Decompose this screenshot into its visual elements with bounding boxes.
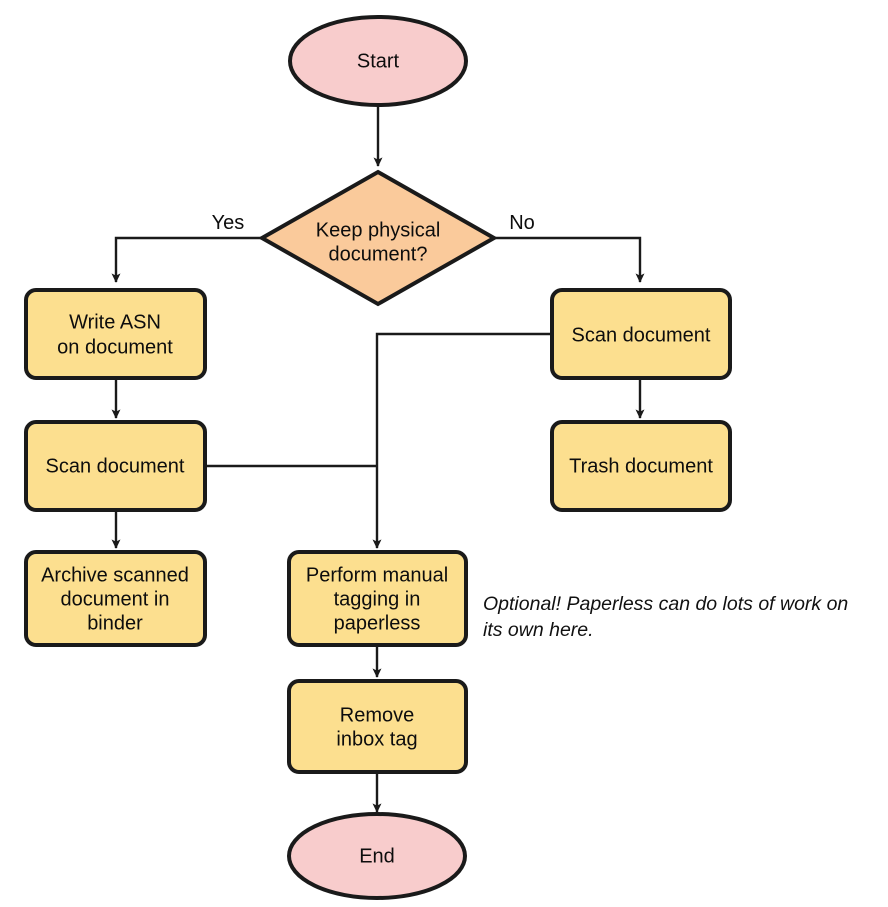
- tagging-label-line1: Perform manual: [306, 564, 448, 586]
- node-trash-document[interactable]: Trash document: [550, 420, 732, 512]
- trash-document-box: [550, 420, 732, 512]
- node-start[interactable]: Start: [288, 15, 468, 107]
- end-label: End: [359, 845, 395, 867]
- scan-document-right-box: [550, 288, 732, 380]
- scan-document-left-label: Scan document: [46, 455, 185, 477]
- scan-document-right-label: Scan document: [572, 324, 711, 346]
- node-write-asn-on-document[interactable]: Write ASN on document: [24, 288, 207, 380]
- trash-document-label: Trash document: [569, 455, 713, 477]
- node-scan-document-left[interactable]: Scan document: [24, 420, 207, 512]
- start-ellipse: [288, 15, 468, 107]
- edge-decision-no-to-scan-right: [494, 236, 645, 283]
- scan-document-left-box: [24, 420, 207, 512]
- archive-box: [24, 550, 207, 647]
- write-asn-label-line2: on document: [57, 336, 173, 358]
- decision-label-line1: Keep physical: [316, 219, 441, 241]
- node-end[interactable]: End: [287, 812, 467, 900]
- annotation-line1: Optional! Paperless can do lots of work …: [483, 593, 848, 615]
- tagging-box: [287, 550, 468, 647]
- node-remove-inbox-tag[interactable]: Remove inbox tag: [287, 679, 468, 774]
- tagging-label-line2: tagging in: [334, 588, 421, 610]
- remove-inbox-label-line1: Remove: [340, 704, 414, 726]
- end-ellipse: [287, 812, 467, 900]
- decision-diamond: [257, 169, 499, 307]
- annotation-optional-paperless: Optional! Paperless can do lots of work …: [483, 593, 848, 641]
- archive-label-line2: document in: [61, 588, 170, 610]
- annotation-line2: its own here.: [483, 619, 594, 641]
- node-scan-document-right[interactable]: Scan document: [550, 288, 732, 380]
- decision-label-line2: document?: [329, 243, 428, 265]
- edge-decision-yes-to-write-asn: [111, 236, 262, 283]
- node-perform-manual-tagging[interactable]: Perform manual tagging in paperless: [287, 550, 468, 647]
- archive-label-line1: Archive scanned: [41, 564, 189, 586]
- tagging-label-line3: paperless: [334, 612, 421, 634]
- edge-scan-right-to-tagging: [372, 332, 552, 549]
- edge-group: [111, 106, 645, 813]
- remove-inbox-label-line2: inbox tag: [336, 728, 417, 750]
- remove-inbox-tag-box: [287, 679, 468, 774]
- edge-label-no: No: [509, 212, 535, 234]
- node-decision-keep-physical-document[interactable]: Keep physical document?: [257, 169, 499, 307]
- write-asn-box: [24, 288, 207, 380]
- start-label: Start: [357, 50, 400, 72]
- node-archive-scanned-document[interactable]: Archive scanned document in binder: [24, 550, 207, 647]
- edge-label-yes: Yes: [212, 212, 245, 234]
- archive-label-line3: binder: [87, 612, 143, 634]
- write-asn-label-line1: Write ASN: [69, 311, 161, 333]
